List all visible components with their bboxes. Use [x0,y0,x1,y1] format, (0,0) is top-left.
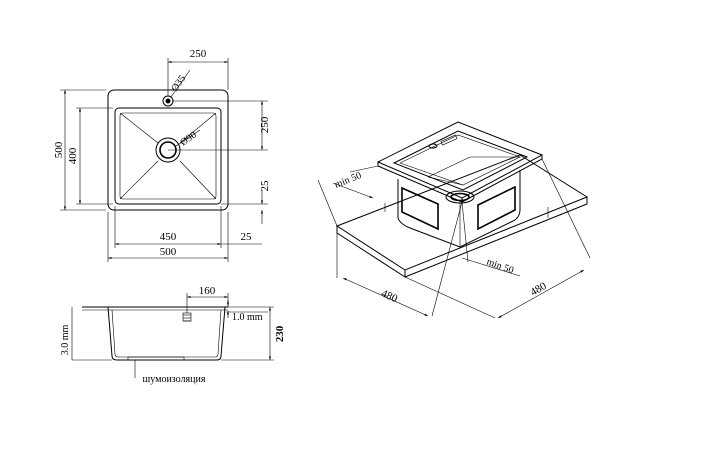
top-view: 250 Ø35 Ø90 500 400 250 25 450 25 [53,48,271,262]
dim-overall-height: 500 [53,141,65,158]
dim-min-right: min 50 [485,256,515,276]
insulation-label: шумоизоляция [143,374,206,385]
dim-cab-left: 480 [379,287,399,305]
sink-iso-flange [376,121,544,199]
dim-thickness: 1.0 mm [232,312,263,323]
dim-inner-height: 400 [67,147,79,164]
dim-overall-width: 500 [160,246,177,258]
sink-bowl-outline [114,107,222,205]
dim-right-lower: 25 [259,180,271,192]
dim-hole-offset: 250 [190,48,207,60]
sink-side-profile [107,306,226,361]
countertop-slab [335,154,589,271]
dim-wall: 3.0 mm [60,325,71,356]
dim-min-left: min 50 [333,170,363,191]
dim-right-upper: 250 [259,116,271,133]
dim-drain-diameter: Ø90 [178,130,198,149]
dim-right-side: 25 [241,231,253,243]
side-view: шумоизоляция 160 1.0 mm 230 3.0 mm [60,285,286,385]
dim-cab-right: 480 [528,280,549,299]
dim-flange: 160 [199,285,216,297]
dim-inner-width: 450 [160,231,177,243]
dim-depth: 230 [274,325,286,342]
isometric-view: min 50 480 min 50 480 [317,121,591,319]
insulation-pad [127,356,185,361]
